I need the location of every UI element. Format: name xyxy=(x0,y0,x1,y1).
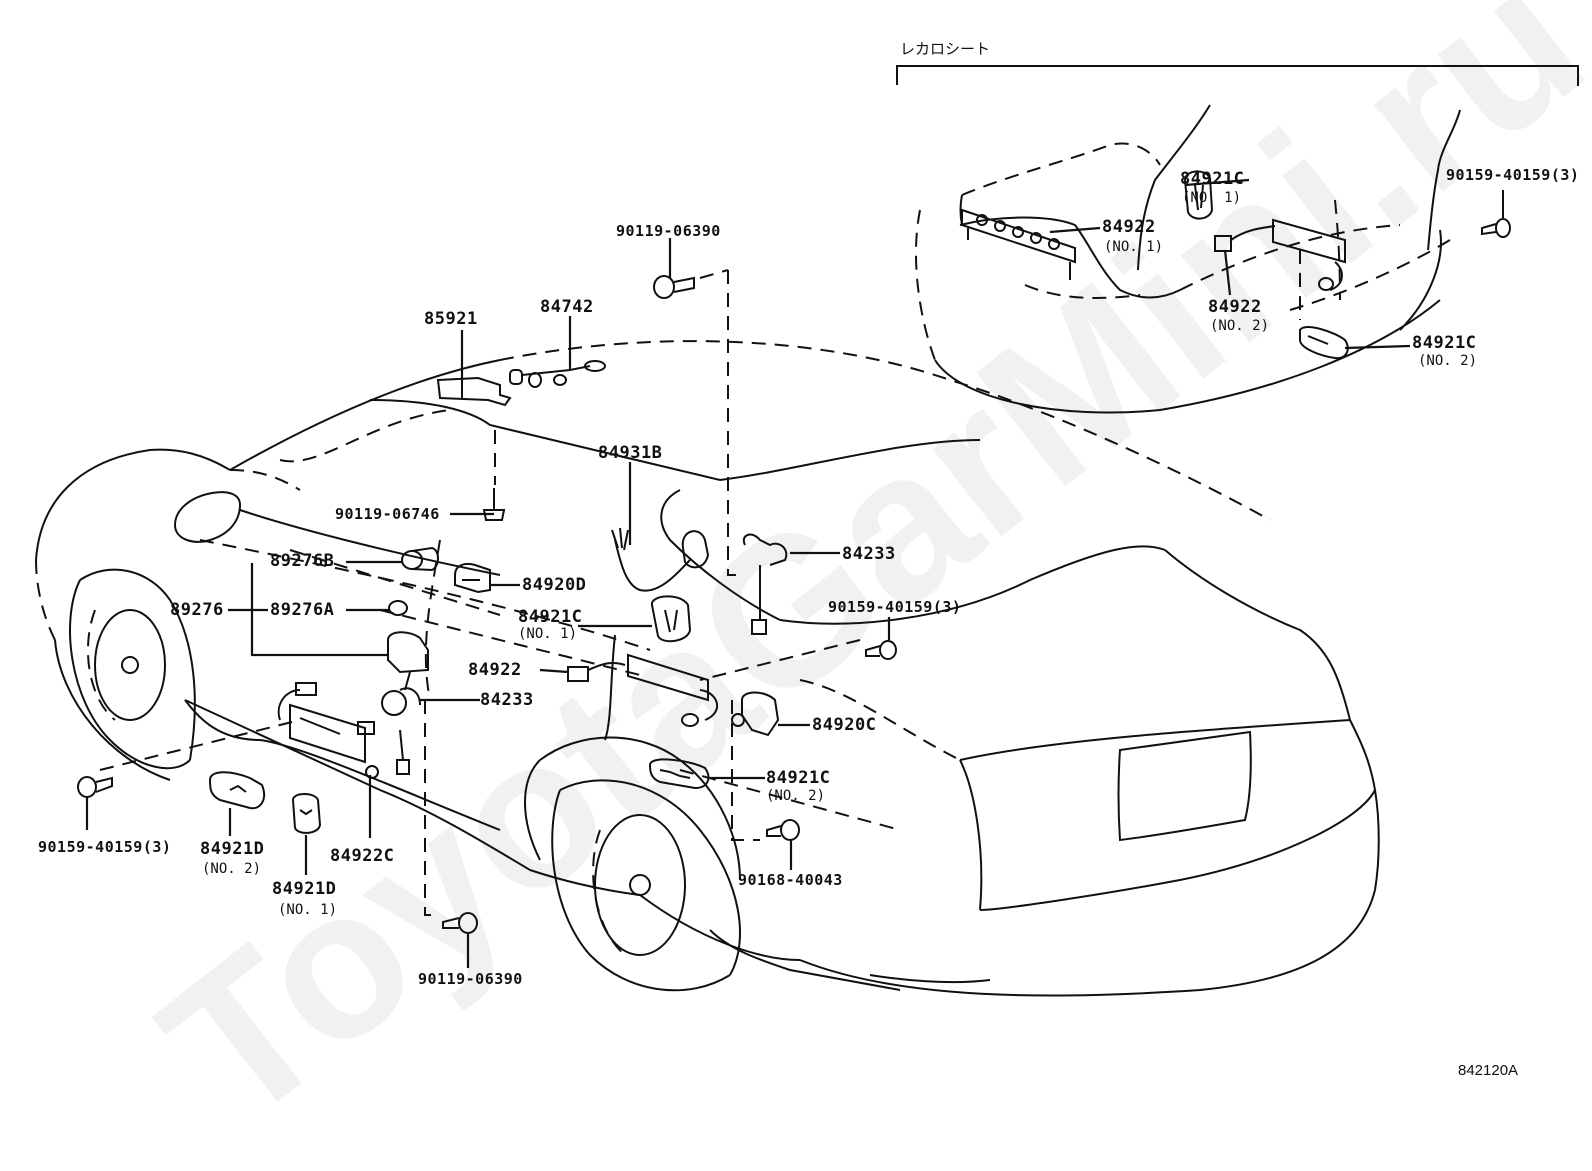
part-84233-right xyxy=(742,533,788,635)
label-84921d-no1[interactable]: 84921D xyxy=(272,879,337,899)
label-90119-06746[interactable]: 90119-06746 xyxy=(335,505,440,523)
part-screw-90119-06390-top xyxy=(653,269,729,299)
part-84921d-no2-knob xyxy=(208,771,266,810)
front-wheel xyxy=(69,568,196,770)
label-84922c[interactable]: 84922C xyxy=(330,846,395,866)
label-recaro-84922-no2-sub: (NO. 2) xyxy=(1210,318,1270,334)
label-84922[interactable]: 84922 xyxy=(468,660,522,680)
label-84921c-no2[interactable]: 84921C xyxy=(766,768,831,788)
label-85921[interactable]: 85921 xyxy=(424,309,478,329)
parts-diagram-drawing xyxy=(35,65,1579,997)
recaro-section-bracket xyxy=(896,65,1579,86)
label-89276[interactable]: 89276 xyxy=(170,600,224,620)
part-screw-90168-40043 xyxy=(766,819,800,841)
part-84920c-switch xyxy=(731,691,780,737)
rear-wheel xyxy=(551,779,741,992)
label-84233-left[interactable]: 84233 xyxy=(480,690,534,710)
label-90159-40159-mid[interactable]: 90159-40159(3) xyxy=(828,598,962,616)
label-89276a[interactable]: 89276A xyxy=(270,600,335,620)
label-recaro-84921c-no1[interactable]: 84921C xyxy=(1180,169,1245,189)
label-84921c-no1[interactable]: 84921C xyxy=(518,607,583,627)
part-screw-90159-left xyxy=(77,776,113,830)
part-84921d-no1-knob xyxy=(291,793,322,834)
part-84931b-harness xyxy=(611,527,710,592)
part-84742-switch xyxy=(509,360,606,388)
label-90168-40043[interactable]: 90168-40043 xyxy=(738,871,843,889)
label-89276b[interactable]: 89276B xyxy=(270,551,335,571)
label-90119-06390-bottom[interactable]: 90119-06390 xyxy=(418,970,523,988)
car-body-outline xyxy=(35,340,1380,997)
recaro-switch-84922-no2 xyxy=(1214,218,1346,291)
part-84233-left xyxy=(381,687,421,775)
label-84920c[interactable]: 84920C xyxy=(812,715,877,735)
label-84921d-no1-sub: (NO. 1) xyxy=(278,902,338,918)
label-recaro-84922-no1[interactable]: 84922 xyxy=(1102,217,1156,237)
part-89276b-bulb xyxy=(401,546,439,572)
label-84921c-no2-sub: (NO. 2) xyxy=(766,788,826,804)
label-recaro-84922-no2[interactable]: 84922 xyxy=(1208,297,1262,317)
recaro-switch-84922-no1 xyxy=(961,208,1076,280)
recaro-screw-90159 xyxy=(1481,190,1511,238)
part-84921c-no2-knob xyxy=(648,758,710,790)
recaro-seat-section-title: レカロシート xyxy=(900,40,991,58)
part-85921-seat-heater-relay xyxy=(436,376,512,407)
part-84920d-switch xyxy=(454,562,491,594)
label-84233-right[interactable]: 84233 xyxy=(842,544,896,564)
label-recaro-84922-no1-sub: (NO. 1) xyxy=(1104,239,1164,255)
part-seat-switch-left xyxy=(387,631,429,691)
label-84921d-no2[interactable]: 84921D xyxy=(200,839,265,859)
part-89276a-bulb xyxy=(388,600,408,616)
part-84922c-switch-assembly xyxy=(277,682,379,779)
label-recaro-84921c-no1-sub: (NO. 1) xyxy=(1182,190,1242,206)
label-recaro-84921c-no2[interactable]: 84921C xyxy=(1412,333,1477,353)
label-recaro-90159-40159[interactable]: 90159-40159(3) xyxy=(1446,166,1580,184)
part-84922-seat-switch xyxy=(567,653,718,727)
label-84921c-no1-sub: (NO. 1) xyxy=(518,626,578,642)
part-screw-90159-mid xyxy=(865,640,897,660)
label-90159-40159-left[interactable]: 90159-40159(3) xyxy=(38,838,172,856)
illustration-code: 842120A xyxy=(1458,1062,1519,1079)
recaro-knob-84921c-no1 xyxy=(1183,170,1214,220)
leader-lines xyxy=(85,178,1411,968)
part-screw-90119-06746 xyxy=(482,488,506,521)
label-recaro-84921c-no2-sub: (NO. 2) xyxy=(1418,353,1478,369)
part-screw-90119-06390-bottom xyxy=(442,912,478,934)
label-90119-06390-top[interactable]: 90119-06390 xyxy=(616,222,721,240)
label-84921d-no2-sub: (NO. 2) xyxy=(202,861,262,877)
recaro-knob-84921c-no2 xyxy=(1299,326,1349,360)
part-84921c-no1-knob xyxy=(651,595,692,643)
dashed-reference-lines xyxy=(99,270,901,916)
recaro-seat-outline xyxy=(915,104,1461,414)
label-84742[interactable]: 84742 xyxy=(540,297,594,317)
label-84920d[interactable]: 84920D xyxy=(522,575,587,595)
label-84931b[interactable]: 84931B xyxy=(598,443,663,463)
